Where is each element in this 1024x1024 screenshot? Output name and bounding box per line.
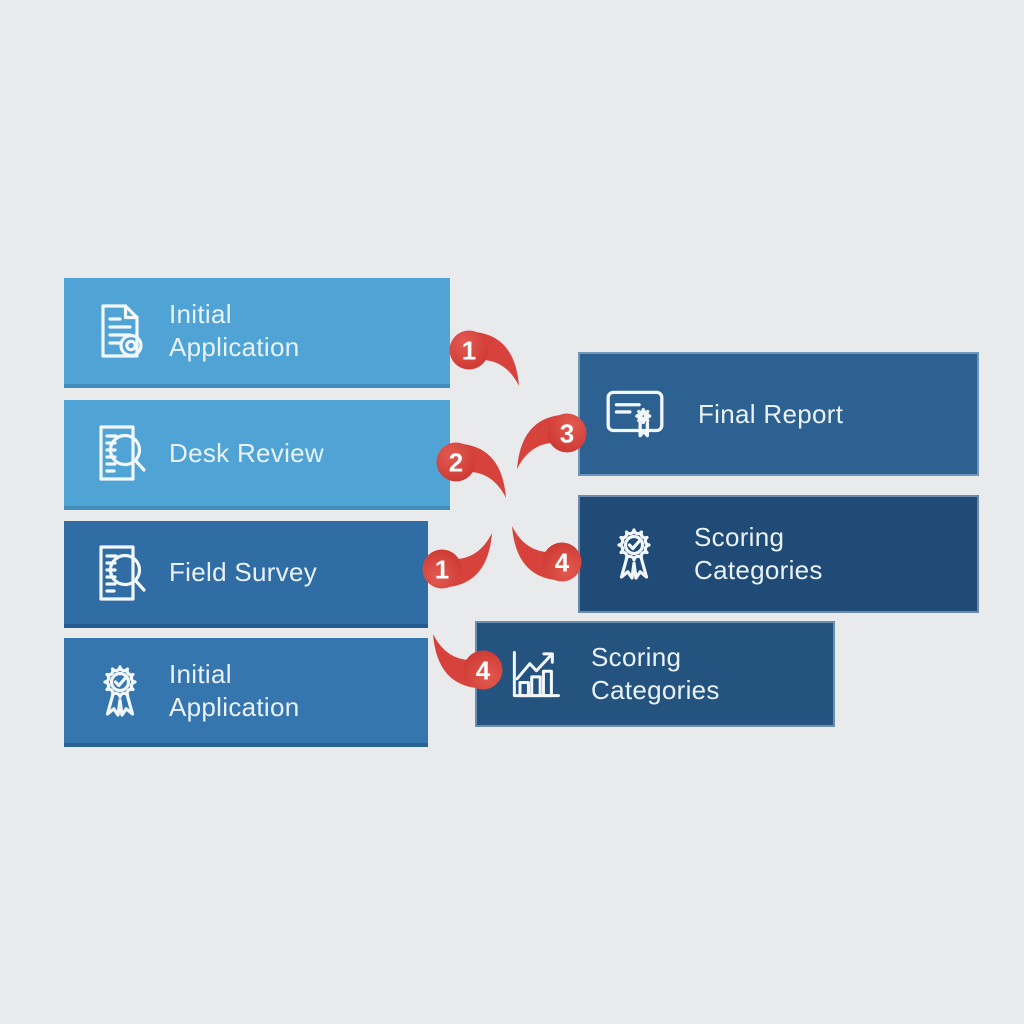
marker-circle: [449, 330, 489, 370]
box-desk-review: Desk Review: [64, 400, 450, 510]
box-label: Initial Application: [169, 658, 300, 724]
box-label: Final Report: [698, 398, 843, 431]
marker-number: 2: [449, 448, 463, 478]
box-initial-application-top: Initial Application: [64, 278, 450, 388]
marker-number: 1: [462, 336, 476, 366]
box-label-line: Categories: [591, 675, 720, 705]
marker-tail: [512, 526, 556, 580]
document-seal-icon: [101, 304, 143, 358]
document-search-icon: [99, 425, 146, 481]
box-label-line: Desk Review: [169, 437, 325, 468]
marker-tail: [433, 634, 477, 688]
box-label: Initial Application: [169, 298, 300, 364]
document-search-icon: [99, 544, 146, 601]
box-label-line: Initial: [169, 658, 232, 689]
box-label: Desk Review: [169, 437, 324, 470]
box-initial-application-bottom: Initial Application: [64, 638, 428, 747]
box-label-line: Scoring: [694, 522, 785, 552]
badge-check-icon: [103, 664, 137, 717]
box-label-line: Final Report: [698, 398, 844, 429]
box-label-line: Initial: [169, 299, 232, 329]
marker-tail: [517, 415, 561, 469]
box-scoring-categories-bottom: Scoring Categories: [475, 621, 835, 727]
certificate-icon: [606, 390, 664, 438]
box-label: Field Survey: [169, 556, 317, 589]
box-scoring-categories-right: Scoring Categories: [578, 495, 979, 613]
box-label: Scoring Categories: [694, 521, 823, 587]
marker-tail: [448, 533, 492, 587]
marker-number: 4: [555, 548, 570, 578]
marker-number: 3: [560, 419, 574, 449]
box-field-survey: Field Survey: [64, 521, 428, 628]
marker-number: 1: [435, 555, 449, 585]
marker-circle: [422, 549, 462, 589]
marker-tail: [462, 444, 506, 498]
box-label-line: Application: [169, 332, 300, 362]
marker-circle: [542, 542, 582, 582]
box-label-line: Categories: [694, 555, 823, 585]
bar-chart-icon: [512, 650, 560, 698]
badge-check-icon: [617, 528, 651, 580]
box-label-line: Application: [169, 691, 300, 722]
marker-tail: [475, 332, 519, 386]
box-final-report: Final Report: [578, 352, 979, 476]
box-label-line: Field Survey: [169, 557, 318, 587]
box-label: Scoring Categories: [591, 641, 720, 707]
box-label-line: Scoring: [591, 642, 682, 672]
